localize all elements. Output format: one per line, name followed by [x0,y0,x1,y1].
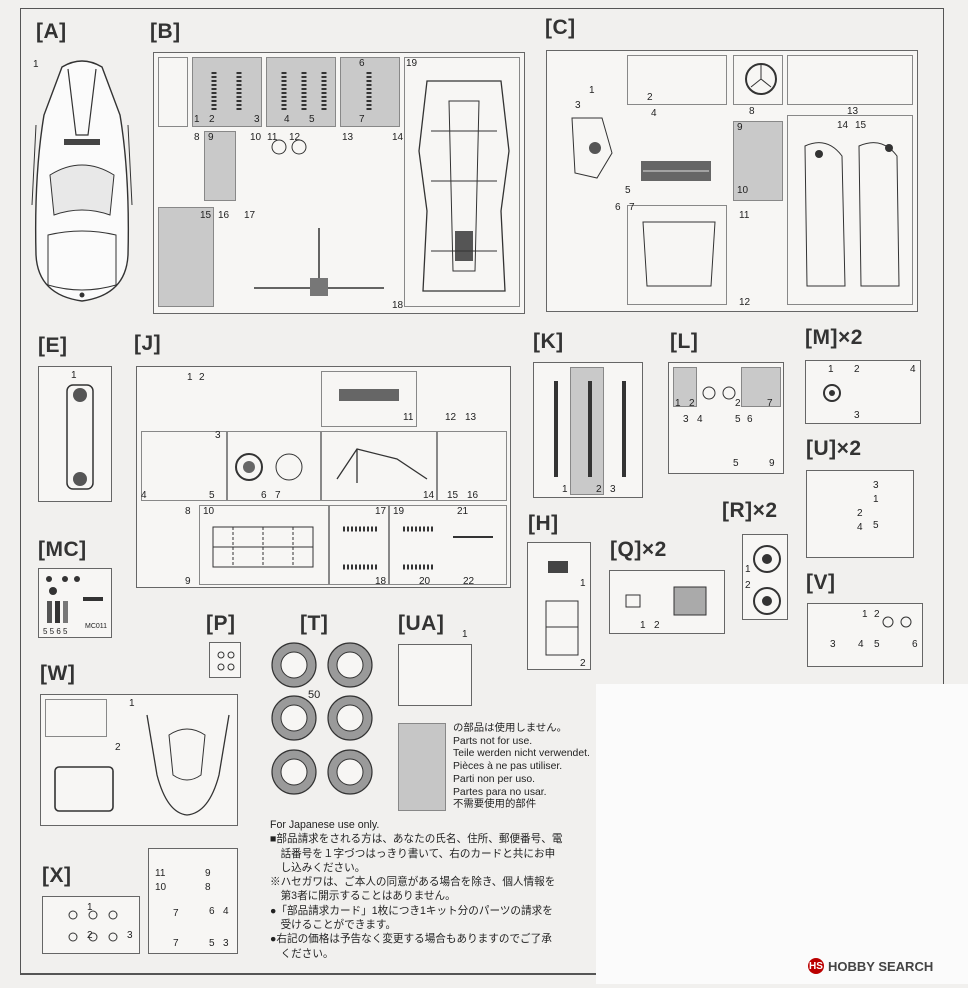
unused-parts-legend: の部品は使用しません。Parts not for use.Teile werde… [453,723,590,811]
wheel-icon [235,453,303,481]
decal-code: MC011 [85,623,108,630]
unused-parts-swatch [398,723,446,811]
tire-count-label: 50 [308,689,321,701]
side-rails-icon [554,381,626,477]
radiator-icon [641,161,711,181]
section-label-p: [P] [206,612,236,635]
section-label-a: [A] [36,20,67,43]
watermark: HS HOBBY SEARCH [808,958,934,974]
hobby-search-logo-icon: HS [808,958,824,974]
section-label-k: [K] [533,330,564,353]
section-label-h: [H] [528,512,559,535]
section-label-m: [M]×2 [805,326,863,349]
sheet-frame [20,8,944,974]
exhaust-muffler-icon [339,389,399,401]
part-number: 1 [33,59,39,70]
sprue-e: 1 [38,366,112,502]
section-label-b: [B] [150,20,181,43]
section-label-j: [J] [134,332,162,355]
section-label-l: [L] [670,330,699,353]
car-body-icon [31,60,133,302]
section-label-e: [E] [38,334,68,357]
decal-marks-icon [46,576,103,623]
bottom-rule [20,973,944,975]
section-label-ua: [UA] [398,612,445,635]
section-label-v: [V] [806,571,836,594]
section-label-t: [T] [300,612,329,635]
steering-wheel-icon [745,63,777,95]
section-label-c: [C] [545,16,576,39]
section-label-mc: [MC] [38,538,87,561]
spring-icon [211,72,372,112]
hood-icon [146,714,230,816]
section-label-q: [Q]×2 [610,538,667,561]
decal-sheet-mc: 5 5 6 5 MC011 [38,568,112,638]
section-label-u: [U]×2 [806,437,862,460]
tire-icon [271,642,373,795]
blank-card-area [596,684,968,984]
sprue-ua [398,644,472,706]
wheel-icon [753,545,781,615]
parts-request-notes: For Japanese use only.■部品請求をされる方は、あなたの氏名… [270,819,563,960]
section-label-r: [R]×2 [722,499,778,522]
section-label-x: [X] [42,864,72,887]
section-label-w: [W] [40,662,76,685]
chassis-icon [418,80,510,292]
bumper-icon [66,384,94,490]
sprue-p [209,642,241,678]
